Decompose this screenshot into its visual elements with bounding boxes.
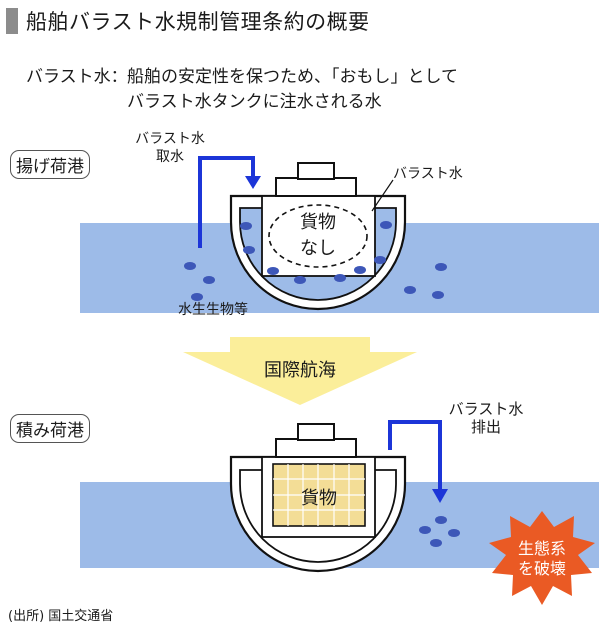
discharged-organisms: [419, 516, 460, 547]
intake-arrow: [198, 156, 261, 248]
intake-label: バラスト水 取水: [126, 130, 214, 166]
cargo-none-line-2: なし: [300, 238, 336, 259]
ballast-leader-line: [371, 179, 394, 212]
definition-line-2: バラスト水タンクに注水される水: [127, 92, 382, 112]
discharge-arrow: [388, 420, 448, 503]
page-title: 船舶バラスト水規制管理条約の概要: [26, 10, 370, 34]
intake-label-line-2: 取水: [156, 149, 184, 165]
ship-arrival: [229, 423, 407, 573]
cargo-none-line-1: 貨物: [300, 212, 336, 233]
discharge-label-line-2: 排出: [470, 418, 501, 436]
definition-line-1: 船舶の安定性を保つため、「おもし」として: [127, 67, 458, 87]
ballast-label: バラスト水: [393, 166, 463, 182]
empty-cargo-outline: [268, 204, 368, 268]
sea-organisms-departure: [184, 262, 447, 301]
organisms-label: 水生生物等: [178, 302, 248, 318]
impact-label-line-2: を破壊: [517, 559, 566, 578]
port-label-arrival: 積み荷港: [10, 414, 90, 443]
intake-label-line-1: バラスト水: [135, 131, 205, 147]
discharge-label-line-1: バラスト水: [448, 400, 524, 418]
port-label-departure: 揚げ荷港: [10, 150, 90, 179]
impact-label-line-1: 生態系: [517, 539, 566, 558]
definition-term: バラスト水：: [26, 67, 128, 87]
title-accent-bar: [6, 8, 18, 34]
voyage-label: 国際航海: [264, 360, 336, 381]
ecosystem-burst: [489, 511, 595, 605]
source-note: (出所) 国土交通省: [8, 609, 114, 624]
ship-departure: [229, 162, 407, 311]
impact-label: 生態系 を破壊: [504, 539, 580, 579]
cargo-label: 貨物: [301, 488, 337, 509]
discharge-label: バラスト水 排出: [442, 400, 530, 436]
ballast-organisms-departure: [240, 221, 392, 284]
voyage-arrow: [183, 337, 417, 405]
